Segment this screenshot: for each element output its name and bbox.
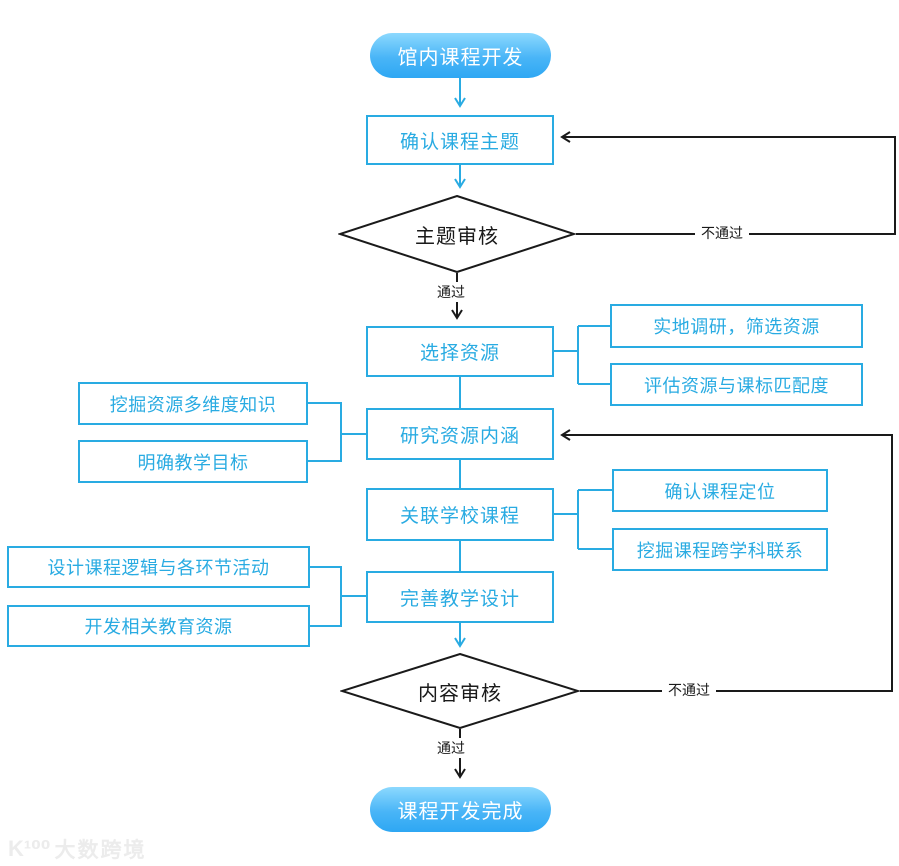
node-research-connotation: 研究资源内涵	[366, 408, 554, 460]
node-start: 馆内课程开发	[370, 33, 551, 78]
node-confirm-theme: 确认课程主题	[366, 115, 554, 165]
node-course-positioning-label: 确认课程定位	[664, 481, 776, 502]
node-evaluate-match: 评估资源与课标匹配度	[610, 363, 863, 406]
bracket-improve-design-left	[310, 566, 366, 627]
node-improve-teaching-design-label: 完善教学设计	[399, 588, 520, 610]
bracket-link-curriculum-right	[554, 489, 612, 550]
node-content-review-label: 内容审核	[418, 682, 502, 705]
watermark: K¹⁰⁰ 大数跨境	[8, 834, 147, 864]
node-select-resources-label: 选择资源	[419, 343, 500, 364]
node-theme-review: 主题审核	[338, 195, 576, 273]
node-develop-resources-label: 开发相关教育资源	[84, 617, 233, 637]
node-field-research: 实地调研，筛选资源	[610, 304, 863, 348]
node-cross-discipline-label: 挖掘课程跨学科联系	[636, 540, 804, 561]
node-content-review: 内容审核	[340, 653, 580, 729]
node-confirm-theme-label: 确认课程主题	[399, 131, 520, 153]
node-teaching-goals-label: 明确教学目标	[137, 452, 249, 473]
node-research-connotation-label: 研究资源内涵	[399, 425, 520, 447]
edge-label-content-pass: 通过	[431, 738, 471, 758]
node-finish-label: 课程开发完成	[397, 801, 524, 823]
node-develop-resources: 开发相关教育资源	[7, 605, 310, 647]
bracket-select-resources-right	[554, 325, 610, 385]
node-teaching-goals: 明确教学目标	[78, 440, 308, 483]
diamond-shape	[338, 195, 576, 273]
node-link-school-curriculum: 关联学校课程	[366, 488, 554, 541]
node-finish: 课程开发完成	[370, 787, 551, 832]
node-field-research-label: 实地调研，筛选资源	[653, 317, 820, 337]
edge-label-content-fail: 不通过	[662, 680, 716, 700]
node-mine-knowledge: 挖掘资源多维度知识	[78, 382, 308, 425]
edge-content-fail-loop	[560, 429, 893, 692]
bracket-research-left	[308, 402, 366, 462]
node-theme-review-label: 主题审核	[415, 225, 499, 248]
diamond-shape	[340, 653, 580, 729]
node-start-label: 馆内课程开发	[397, 47, 524, 69]
node-design-logic-label: 设计课程逻辑与各环节活动	[47, 558, 270, 578]
node-mine-knowledge-label: 挖掘资源多维度知识	[109, 394, 277, 415]
node-design-logic: 设计课程逻辑与各环节活动	[7, 546, 310, 588]
node-evaluate-match-label: 评估资源与课标匹配度	[644, 375, 829, 396]
node-improve-teaching-design: 完善教学设计	[366, 571, 554, 623]
node-course-positioning: 确认课程定位	[612, 469, 828, 512]
watermark-brand: 大数跨境	[54, 839, 147, 862]
node-link-school-curriculum-label: 关联学校课程	[399, 506, 520, 527]
edge-label-theme-pass: 通过	[431, 282, 471, 302]
node-cross-discipline: 挖掘课程跨学科联系	[612, 528, 828, 571]
node-select-resources: 选择资源	[366, 326, 554, 377]
edge-label-theme-fail: 不通过	[695, 223, 749, 243]
watermark-logo: K¹⁰⁰	[8, 836, 51, 861]
edge-theme-fail-loop	[560, 131, 896, 235]
